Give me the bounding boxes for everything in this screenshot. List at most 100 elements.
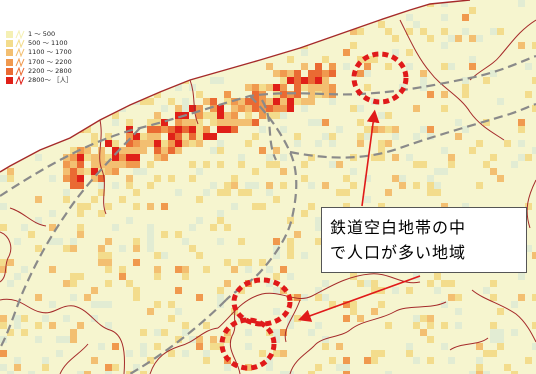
population-cell (441, 0, 448, 7)
population-cell (105, 252, 112, 259)
population-cell (490, 294, 497, 301)
population-cell (266, 364, 273, 371)
population-cell (112, 343, 119, 350)
population-cell (294, 84, 301, 91)
population-cell (84, 126, 91, 133)
population-cell (266, 357, 273, 364)
population-cell (7, 259, 14, 266)
population-cell (98, 147, 105, 154)
population-cell (343, 49, 350, 56)
annotation-callout-box: 鉄道空白地帯の中 で人口が多い地域 (321, 207, 527, 273)
population-cell (357, 70, 364, 77)
population-cell (308, 203, 315, 210)
population-cell (238, 119, 245, 126)
population-cell (518, 119, 525, 126)
population-cell (224, 259, 231, 266)
population-cell (245, 98, 252, 105)
population-cell (329, 161, 336, 168)
population-cell (98, 245, 105, 252)
population-cell (441, 301, 448, 308)
population-cell (105, 259, 112, 266)
population-cell (287, 98, 294, 105)
population-cell (140, 140, 147, 147)
population-cell (287, 322, 294, 329)
population-cell (49, 175, 56, 182)
population-cell (441, 105, 448, 112)
population-cell (154, 140, 161, 147)
population-cell (231, 175, 238, 182)
population-cell (266, 98, 273, 105)
population-cell (175, 231, 182, 238)
population-cell (196, 252, 203, 259)
population-cell (420, 84, 427, 91)
population-cell (371, 154, 378, 161)
population-cell (63, 196, 70, 203)
population-cell (287, 238, 294, 245)
population-cell (259, 147, 266, 154)
population-cell (119, 273, 126, 280)
population-cell (287, 252, 294, 259)
population-cell (280, 329, 287, 336)
population-cell (91, 287, 98, 294)
population-cell (308, 371, 315, 374)
population-cell (154, 329, 161, 336)
population-cell (371, 287, 378, 294)
population-cell (336, 161, 343, 168)
population-cell (7, 168, 14, 175)
population-cell (217, 105, 224, 112)
population-cell (35, 154, 42, 161)
population-cell (0, 322, 7, 329)
population-cell (196, 140, 203, 147)
population-cell (343, 371, 350, 374)
population-cell (329, 98, 336, 105)
population-cell (224, 112, 231, 119)
population-cell (70, 147, 77, 154)
population-cell (280, 105, 287, 112)
population-cell (476, 35, 483, 42)
population-cell (217, 294, 224, 301)
population-cell (413, 182, 420, 189)
population-cell (63, 280, 70, 287)
population-cell (294, 140, 301, 147)
population-cell (182, 322, 189, 329)
population-cell (21, 266, 28, 273)
population-cell (273, 105, 280, 112)
population-cell (427, 336, 434, 343)
population-cell (259, 112, 266, 119)
population-cell (154, 147, 161, 154)
population-cell (210, 112, 217, 119)
population-cell (371, 280, 378, 287)
population-cell (70, 154, 77, 161)
population-cell (490, 28, 497, 35)
population-cell (336, 126, 343, 133)
population-cell (357, 119, 364, 126)
population-cell (378, 112, 385, 119)
population-cell (329, 70, 336, 77)
population-cell (329, 84, 336, 91)
legend-label: 1700 ～ 2200 (28, 57, 72, 66)
population-cell (203, 322, 210, 329)
population-cell (420, 126, 427, 133)
population-cell (168, 126, 175, 133)
population-cell (161, 105, 168, 112)
population-cell (112, 147, 119, 154)
population-cell (154, 133, 161, 140)
population-cell (98, 252, 105, 259)
population-cell (105, 238, 112, 245)
population-cell (455, 308, 462, 315)
population-cell (70, 161, 77, 168)
population-cell (154, 252, 161, 259)
population-cell (469, 147, 476, 154)
legend-line-icon (15, 75, 25, 85)
population-cell (280, 182, 287, 189)
population-cell (336, 343, 343, 350)
population-cell (154, 91, 161, 98)
population-cell (441, 63, 448, 70)
population-cell (182, 133, 189, 140)
population-cell (77, 168, 84, 175)
population-cell (77, 371, 84, 374)
population-cell (259, 84, 266, 91)
population-cell (168, 140, 175, 147)
population-cell (84, 154, 91, 161)
